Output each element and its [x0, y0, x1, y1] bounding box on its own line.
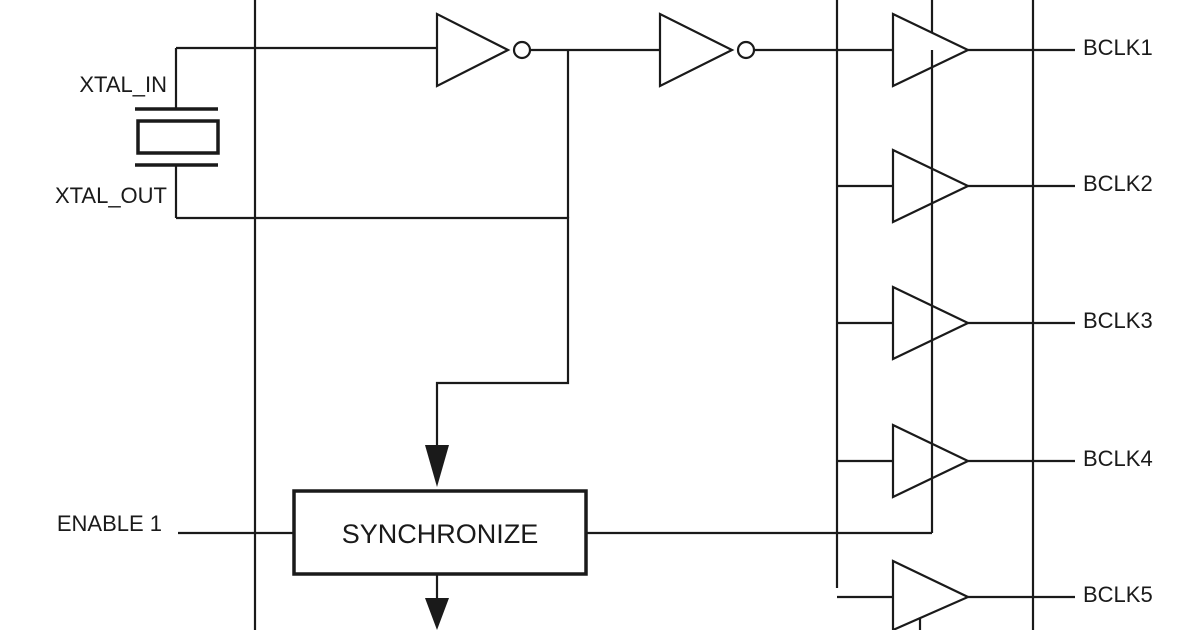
bclk2-label: BCLK2: [1083, 171, 1153, 196]
bclk1-label: BCLK1: [1083, 35, 1153, 60]
inverter-2: [658, 12, 756, 88]
synchronize-label: SYNCHRONIZE: [342, 519, 539, 549]
enable-label: ENABLE 1: [57, 511, 162, 536]
buffer-4: [837, 423, 1075, 499]
xtal-out-label: XTAL_OUT: [55, 183, 167, 208]
inverter-1: [435, 12, 532, 88]
crystal-oscillator-symbol: [135, 48, 220, 218]
sync-output-arrow-icon: [425, 598, 449, 630]
buffer-3: [837, 285, 1075, 361]
sync-input-arrow-icon: [425, 445, 449, 487]
bclk3-label: BCLK3: [1083, 308, 1153, 333]
buffer-5: [837, 559, 1075, 630]
xtal-in-label: XTAL_IN: [79, 72, 167, 97]
bclk4-label: BCLK4: [1083, 446, 1153, 471]
bclk5-label: BCLK5: [1083, 582, 1153, 607]
xtal-out-wire: [176, 216, 570, 445]
buffer-2: [837, 148, 1075, 224]
buffer-1: [891, 12, 1075, 88]
